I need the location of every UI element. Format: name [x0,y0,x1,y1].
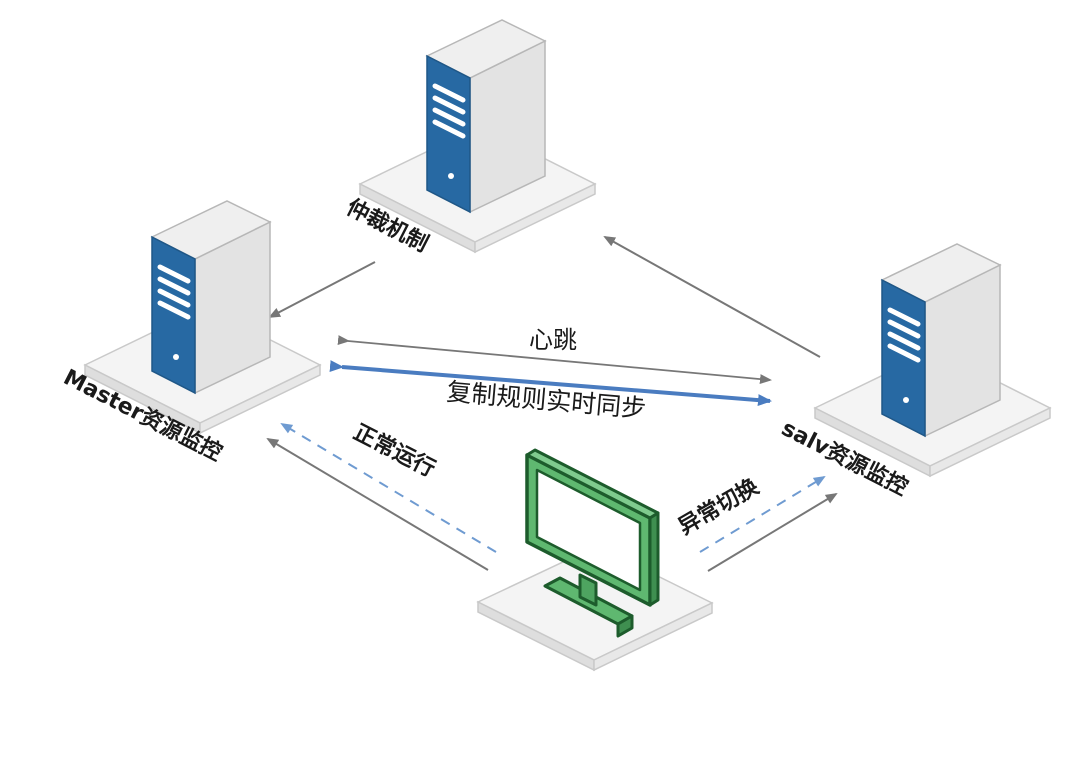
server-icon [815,244,1050,476]
normal-run-arrows [266,422,497,571]
monitor-icon [525,448,660,638]
slave-server [815,244,1050,476]
replication-arrow [329,360,772,407]
failover-arrows [699,475,838,572]
arrow-arbiter-to-master [268,261,376,318]
arrow-slave-to-arbiter [603,236,821,358]
heartbeat-label: 心跳 [529,326,577,354]
client-workstation [476,448,714,672]
normal-run-label: 正常运行 [349,419,439,482]
failover-label: 异常切换 [674,473,764,540]
